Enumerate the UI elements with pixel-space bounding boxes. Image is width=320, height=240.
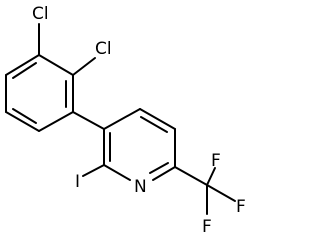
bond [152, 166, 176, 181]
bond [38, 54, 74, 76]
double-bond [12, 62, 37, 79]
atom-fluorine-bottom: F [202, 217, 212, 237]
biaryl-bond [72, 111, 105, 130]
atom-cl-right: Cl [95, 39, 112, 59]
dichlorophenyl-ring [5, 54, 74, 132]
pyridine-ring [103, 108, 176, 181]
double-bond [149, 162, 169, 174]
bond [103, 108, 141, 130]
bond-to-f-top [206, 167, 216, 186]
double-bond [12, 108, 37, 124]
bond-to-cl-right [72, 57, 96, 76]
bond-to-f-right [206, 184, 236, 202]
bond [5, 54, 40, 76]
structure-canvas: Cl Cl I N F F F [5, 4, 246, 237]
bond [139, 108, 176, 130]
bond [5, 111, 40, 132]
atom-nitrogen: N [134, 177, 147, 197]
bond [103, 164, 131, 181]
atom-fluorine-right: F [236, 197, 246, 217]
bond-to-cf3 [174, 166, 208, 186]
atom-iodine: I [75, 172, 80, 192]
atom-cl-top: Cl [32, 4, 49, 24]
bond-to-iodine [82, 164, 105, 177]
bond [38, 111, 74, 132]
molecule-structure: Cl Cl I N F F F [5, 4, 246, 237]
atom-fluorine-top: F [211, 151, 221, 171]
double-bond [140, 116, 168, 133]
